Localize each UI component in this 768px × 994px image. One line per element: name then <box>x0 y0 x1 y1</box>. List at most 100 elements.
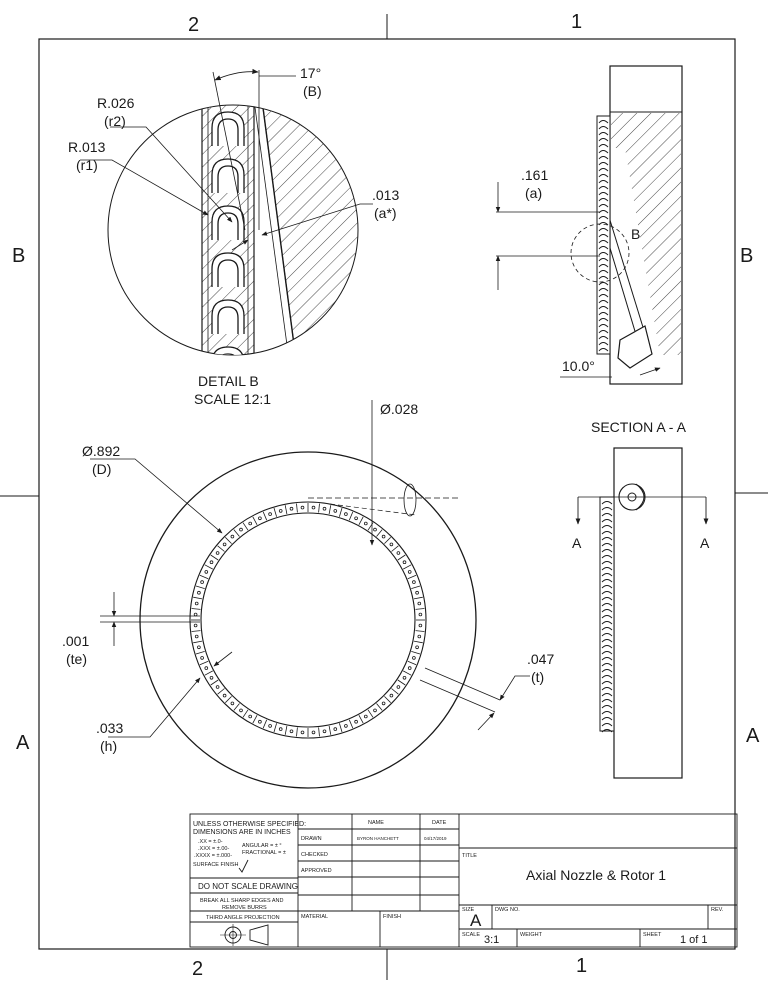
section-blade-teeth <box>598 120 609 352</box>
ring-blade-dot <box>396 551 401 555</box>
ring-blade-dot <box>396 685 401 689</box>
ring-blade-dot <box>415 590 419 595</box>
ring-blade-dot <box>363 714 368 719</box>
zone-label-left-lower: A <box>16 732 30 754</box>
blade-tooth <box>598 126 609 130</box>
ring-blade <box>411 585 421 589</box>
ring-blade-dot <box>239 708 243 713</box>
ring-blade <box>284 725 288 735</box>
ring-blade-dot <box>215 685 220 689</box>
ring-blade-dot <box>239 527 243 532</box>
blade-tooth <box>601 633 613 637</box>
tb-drawn-date: 04/17/2019 <box>424 836 447 841</box>
blade-tooth <box>601 723 613 727</box>
blade-tooth <box>598 198 609 202</box>
ring-blade <box>328 725 332 735</box>
zone-labels: 2 1 2 1 B A B A <box>12 11 760 980</box>
tb-tol-xxx: .XXX = ±.00- <box>198 846 229 852</box>
ring-blade <box>397 554 406 561</box>
blade-tooth <box>598 348 609 352</box>
detail-angle-sub: (B) <box>303 83 322 99</box>
ring-blade <box>318 503 320 513</box>
ring-blade-dot <box>278 727 283 731</box>
ring-blade <box>397 679 406 686</box>
blade-tooth <box>601 543 613 547</box>
blade-tooth <box>601 591 613 595</box>
ring-blade <box>273 507 277 517</box>
ring-blade <box>204 670 213 676</box>
zone-label-right-lower: A <box>746 725 760 747</box>
blade-tooth <box>598 282 609 286</box>
front-d-sub: (D) <box>92 461 111 477</box>
tb-do-not-scale: DO NOT SCALE DRAWING <box>198 882 298 891</box>
front-hole-label: Ø.028 <box>380 401 418 417</box>
blade-tooth <box>598 252 609 256</box>
blade-tooth <box>598 168 609 172</box>
ring-blade-dot <box>344 724 348 728</box>
ring-blade <box>284 505 288 515</box>
detail-a-star-sub: (a*) <box>374 205 397 221</box>
ring-blade-dot <box>300 505 305 510</box>
ring-blade-dot <box>268 512 272 516</box>
tb-drawn-name: BYRON HANCHETT <box>357 836 399 841</box>
ring-blade <box>195 651 205 655</box>
ring-blade <box>407 660 417 666</box>
tb-sheet-label: SHEET <box>643 932 662 938</box>
ring-blade-dot <box>373 708 377 713</box>
blade-tooth <box>598 318 609 322</box>
side-view: A A <box>572 447 710 779</box>
ring-blade <box>193 596 203 600</box>
ring-blade-dot <box>215 551 220 555</box>
tb-scale-label: SCALE <box>462 932 480 938</box>
blade-tooth <box>598 228 609 232</box>
detail-view: 17° (B) R.026 (r2) R.013 (r1) .013 (a*) … <box>68 65 399 407</box>
section-caption: SECTION A - A <box>591 419 687 435</box>
blade-tooth <box>598 120 609 124</box>
blade-tooth <box>601 555 613 559</box>
ring-blade <box>252 715 258 724</box>
ring-blade <box>376 529 383 537</box>
blade-tooth <box>598 204 609 208</box>
ring-blade <box>204 564 213 570</box>
ring-blade <box>376 703 383 711</box>
ring-blade <box>233 703 240 711</box>
detail-angle-label: 17° <box>300 65 321 81</box>
ring-blade-dot <box>344 512 348 516</box>
detail-a-star-label: .013 <box>372 187 399 203</box>
ring-blade-dot <box>322 729 327 734</box>
ring-blade-dot <box>412 580 416 584</box>
ring-blade <box>262 511 268 521</box>
blade-tooth <box>598 264 609 268</box>
ring-blade-dot <box>333 509 338 513</box>
ring-blade <box>233 529 240 537</box>
ring-blade-dot <box>333 727 338 731</box>
ring-blade <box>217 688 225 695</box>
blade-tooth <box>601 651 613 655</box>
ring-blade-dot <box>209 675 214 680</box>
tb-title: Axial Nozzle & Rotor 1 <box>526 867 666 883</box>
tb-tol-angular: ANGULAR = ± ° <box>242 843 282 849</box>
ring-blade <box>403 564 412 570</box>
ring-blade-dot <box>258 719 262 724</box>
nozzle-arch <box>211 346 245 355</box>
blade-tooth <box>601 681 613 685</box>
section-a-label: .161 <box>521 167 548 183</box>
ring-blade-dot <box>222 693 227 698</box>
tb-tol-xx: .XX = ±.0- <box>198 839 223 845</box>
ring-blade <box>199 574 209 580</box>
nozzle-arch-inner <box>217 118 239 146</box>
ring-blade-dot <box>417 634 422 639</box>
ring-blade-dot <box>204 570 209 574</box>
blade-tooth <box>598 336 609 340</box>
ring-blades <box>191 503 425 737</box>
ring-blade-dot <box>230 701 235 706</box>
tb-break-edges-1: BREAK ALL SHARP EDGES AND <box>200 898 283 904</box>
ring-blade-dot <box>209 560 214 564</box>
ring-blade-dot <box>415 645 419 650</box>
ring-blade <box>210 554 219 561</box>
ring-blade-dot <box>300 730 305 735</box>
ring-blade <box>403 670 412 676</box>
blade-tooth <box>601 675 613 679</box>
ring-blade-dot <box>222 542 227 547</box>
sheet-border <box>0 14 768 980</box>
